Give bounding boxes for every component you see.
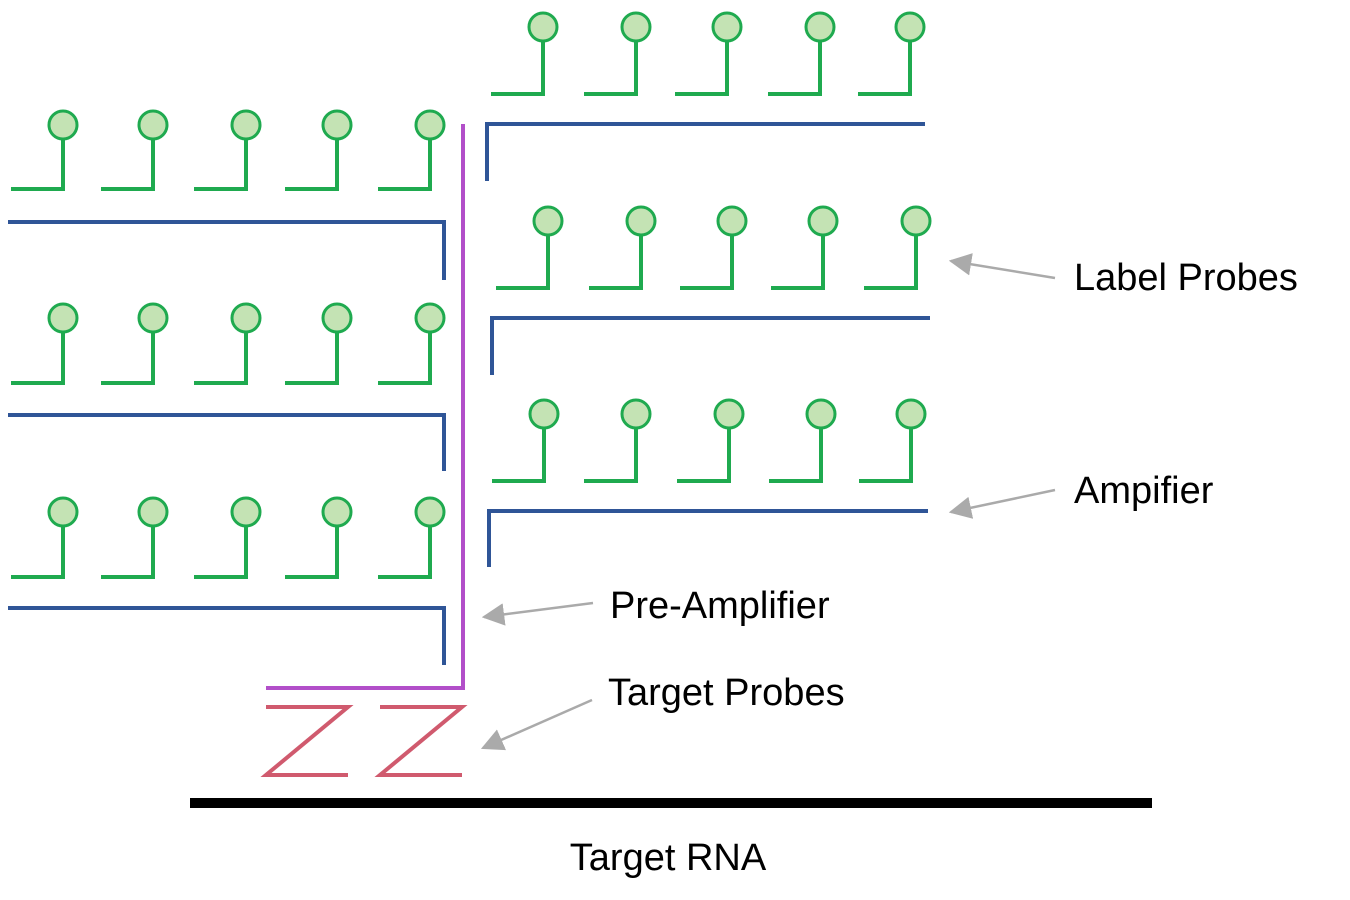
amplifier-left-1	[8, 220, 446, 280]
left-amplifiers	[8, 220, 446, 665]
label-probe-30	[859, 398, 927, 483]
label-probe-8	[194, 302, 262, 385]
target-probes-label: Target Probes	[608, 672, 845, 714]
label-probe-15	[378, 496, 446, 579]
target-probes-arrow	[480, 698, 593, 751]
amplifier-label: Ampifier	[1074, 470, 1214, 512]
label-probe-18	[675, 11, 743, 96]
label-probe-25	[864, 205, 932, 290]
label-probe-3	[194, 109, 262, 191]
label-probe-13	[194, 496, 262, 579]
label-probe-29	[769, 398, 837, 483]
label-probe-11	[11, 496, 79, 579]
label-probe-19	[768, 11, 836, 96]
label-probe-9	[285, 302, 353, 385]
amplifier-right-3	[487, 509, 928, 567]
label-probe-5	[378, 109, 446, 191]
label-probes	[11, 11, 932, 579]
label-probe-17	[584, 11, 652, 96]
label-probe-14	[285, 496, 353, 579]
label-probe-1	[11, 109, 79, 191]
amplifier-left-2	[8, 413, 446, 471]
label-probe-27	[584, 398, 652, 483]
right-amplifiers	[485, 122, 930, 567]
label-probe-23	[680, 205, 748, 290]
label-probe-28	[677, 398, 745, 483]
amplifier-left-3	[8, 606, 446, 665]
label-probe-26	[492, 398, 560, 483]
target-probe-z-2	[374, 705, 468, 777]
target-probe-z-1	[260, 705, 354, 777]
label-probe-22	[589, 205, 657, 290]
label-probe-4	[285, 109, 353, 191]
amplifier-arrow	[948, 488, 1056, 519]
label-probe-10	[378, 302, 446, 385]
amplifier-right-1	[485, 122, 925, 181]
pre-amplifier-label: Pre-Amplifier	[610, 585, 830, 627]
label-probe-21	[496, 205, 564, 290]
label-probe-2	[101, 109, 169, 191]
label-probe-12	[101, 496, 169, 579]
label-probes-arrow	[948, 253, 1056, 280]
label-probe-7	[101, 302, 169, 385]
label-probe-16	[491, 11, 559, 96]
label-probes-label: Label Probes	[1074, 257, 1298, 299]
amplifier-right-2	[490, 316, 930, 375]
pre-amplifier-arrow	[481, 601, 594, 626]
pre-amplifier-line	[266, 124, 465, 690]
label-probe-24	[771, 205, 839, 290]
label-probe-20	[858, 11, 926, 96]
target-rna-label: Target RNA	[570, 837, 767, 879]
label-probe-6	[11, 302, 79, 385]
